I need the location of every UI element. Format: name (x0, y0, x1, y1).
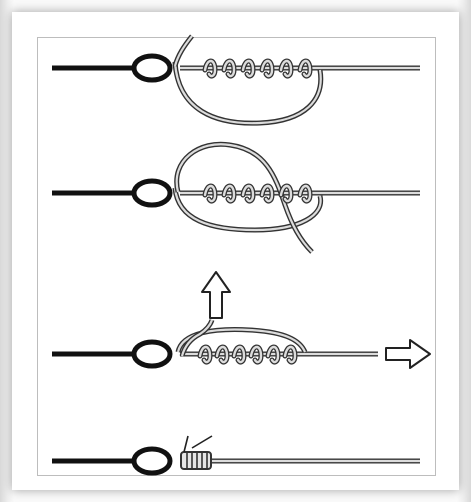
stage-3 (52, 271, 431, 369)
stage-4 (52, 435, 420, 476)
diagram-panel (37, 37, 436, 476)
hook-eye (131, 178, 173, 208)
stage-2 (52, 141, 420, 254)
hook-eye (131, 339, 173, 369)
stage-1 (52, 34, 420, 126)
hook-eye (131, 446, 173, 476)
finished-knot (180, 451, 212, 470)
arrow-up-icon (201, 271, 231, 319)
arrow-right-icon (385, 339, 431, 369)
hook-eye (131, 53, 173, 83)
